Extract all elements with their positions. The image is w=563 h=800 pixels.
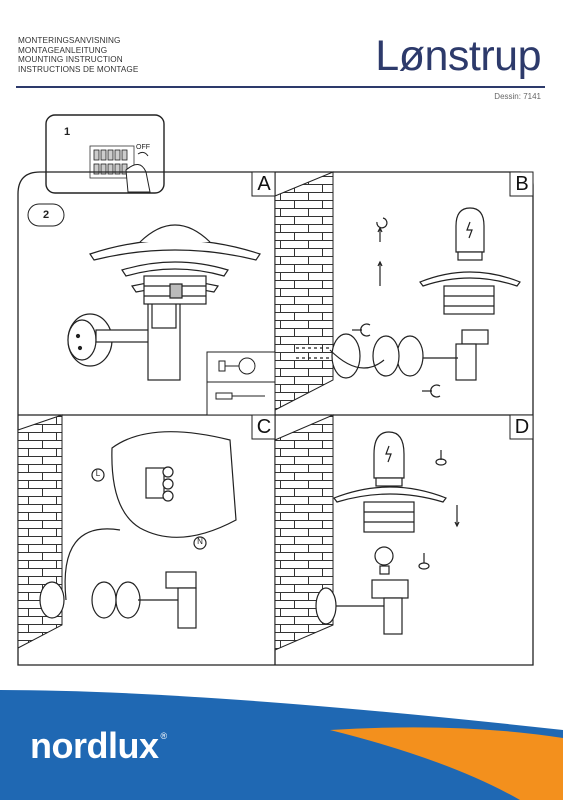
header-line: MOUNTING INSTRUCTION bbox=[18, 55, 123, 65]
panel-b-arrows bbox=[352, 217, 441, 398]
panel-b-parts bbox=[296, 207, 521, 381]
product-name: Lønstrup bbox=[375, 32, 541, 80]
header-line: INSTRUCTIONS DE MONTAGE bbox=[18, 64, 139, 74]
panel-c-parts bbox=[39, 431, 237, 629]
dessin-number: Dessin: 7141 bbox=[494, 92, 541, 101]
header-rule bbox=[16, 86, 545, 88]
panel-b-wall bbox=[274, 171, 334, 411]
step-2-number: 2 bbox=[42, 209, 50, 221]
header-titles: MONTERINGSANVISNING MONTAGEANLEITUNG MOU… bbox=[18, 36, 138, 74]
panel-b-label: B bbox=[515, 173, 529, 195]
brand-logo: nordlux® bbox=[30, 725, 167, 767]
panel-d-parts bbox=[315, 431, 447, 635]
panel-a-lamp bbox=[67, 224, 261, 381]
brand-name: nordlux bbox=[30, 725, 159, 766]
panel-d-arrows bbox=[423, 450, 460, 563]
step1-switch-box bbox=[45, 114, 165, 194]
step-1-number: 1 bbox=[63, 126, 71, 138]
registered-mark: ® bbox=[160, 731, 168, 741]
neutral-wire-label: N bbox=[197, 537, 203, 546]
header-line: MONTERINGSANVISNING bbox=[18, 36, 121, 45]
panel-c-label: C bbox=[256, 416, 272, 438]
off-label: OFF bbox=[136, 144, 150, 151]
footer-graphic bbox=[0, 690, 563, 800]
tools-inset bbox=[206, 351, 276, 416]
panel-d-label: D bbox=[514, 416, 530, 438]
header-line: MONTAGEANLEITUNG bbox=[18, 45, 108, 55]
panel-d-wall bbox=[274, 414, 334, 651]
panel-a-label: A bbox=[257, 173, 271, 195]
live-wire-label: L bbox=[95, 469, 101, 478]
